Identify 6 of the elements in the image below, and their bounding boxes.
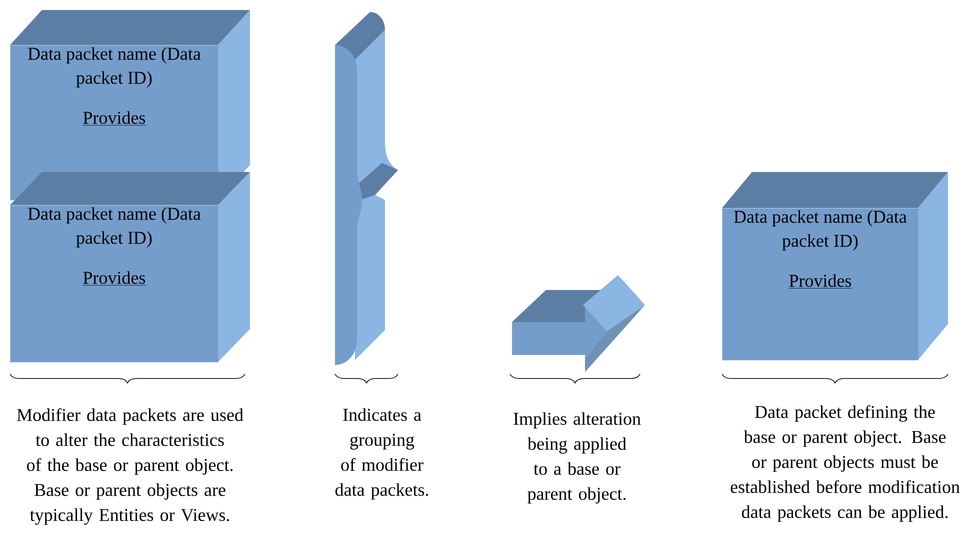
description-text: Indicates a grouping of modifier data packets. (335, 408, 428, 500)
description-text: Modifier data packets are used to alter the characteristics of the base or parent object. Base or parent objects are typically Entities or Views. (17, 408, 244, 525)
description-text: Implies alteration being applied to a base or parent object. (514, 412, 641, 504)
data-packet-cube: Data packet name (Data packet ID) Provides (722, 172, 948, 360)
description-text: Data packet defining the base or parent object. Base or parent objects must be established before modification data packets can be applied. (730, 405, 960, 522)
data-packet-cube: Data packet name (Data packet ID) Provides (10, 172, 250, 362)
